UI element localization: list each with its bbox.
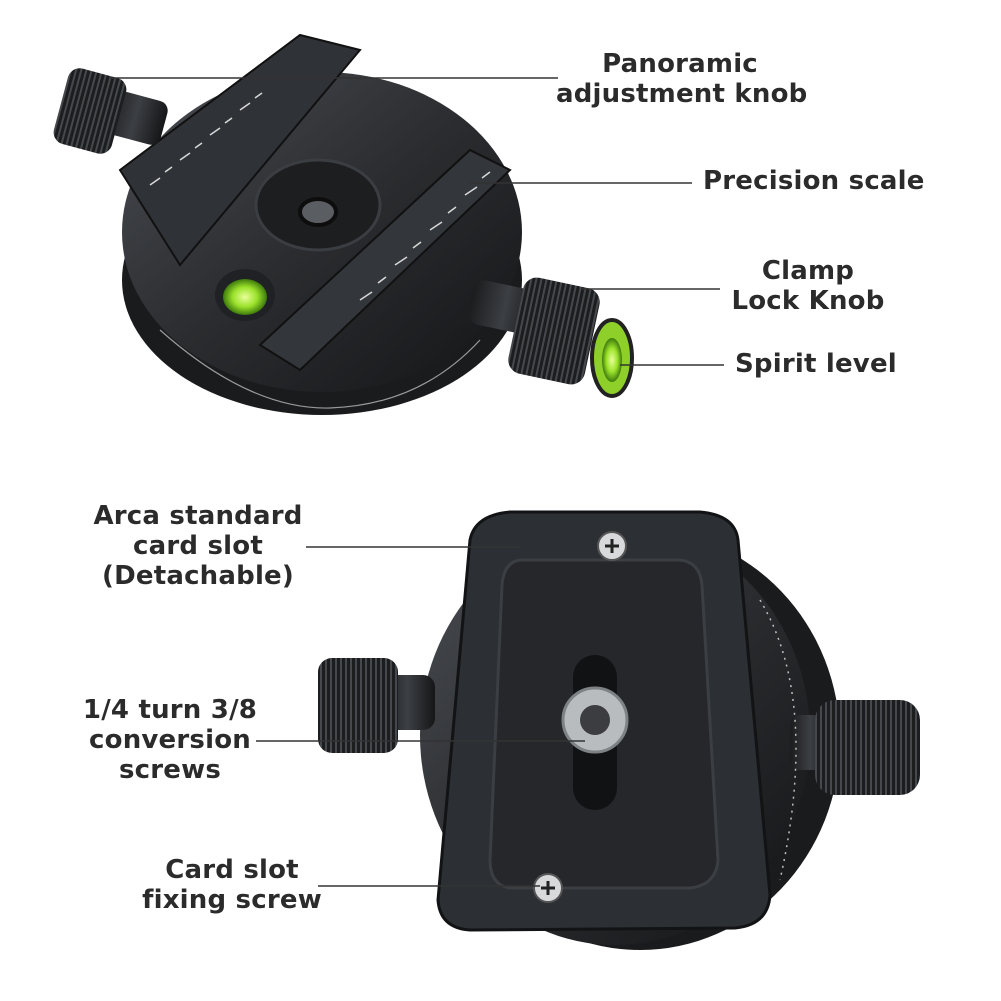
conversion-screws-label-line-3: screws xyxy=(118,755,222,785)
left-knob xyxy=(318,658,398,753)
arca-slot-label-line-1: Arca standard xyxy=(93,501,303,531)
bottom-degree-ring xyxy=(759,599,797,881)
arca-slot-label: Arca standard card slot (Detachable) xyxy=(84,501,312,591)
top-fixing-screw xyxy=(597,531,627,561)
panoramic-knob-label-line-1: Panoramic xyxy=(602,49,758,79)
knob-level-bubble xyxy=(602,338,622,382)
fixing-screw-label-line-2: fixing screw xyxy=(142,885,322,915)
spirit-level-label-line-1: Spirit level xyxy=(735,349,897,379)
precision-scale-left xyxy=(149,92,263,186)
clamp-lock-knob-label-line-2: Lock Knob xyxy=(731,286,885,316)
spirit-level-bubble xyxy=(223,279,267,315)
clamp-lock-knob-label: Clamp Lock Knob xyxy=(728,256,888,316)
clamp-jaw xyxy=(258,148,512,372)
center-screw-hole xyxy=(298,197,338,227)
conversion-screws-label: 1/4 turn 3/8 conversion screws xyxy=(66,695,274,785)
arca-slot-label-line-2: card slot xyxy=(133,531,263,561)
bottom-clamp-product xyxy=(318,510,920,950)
clamp-lock-knob-label-line-1: Clamp xyxy=(761,256,855,286)
panoramic-knob-label: Panoramic adjustment knob xyxy=(556,49,808,109)
conversion-screws-label-line-2: conversion xyxy=(89,725,251,755)
bottom-fixing-screw xyxy=(533,873,563,903)
degree-ring xyxy=(159,329,481,409)
precision-scale-label: Precision scale xyxy=(703,166,925,196)
leader-lines xyxy=(110,77,724,887)
spirit-level-label: Spirit level xyxy=(735,349,897,379)
fixing-screw-label: Card slot fixing screw xyxy=(134,855,330,915)
fixing-screw-label-line-1: Card slot xyxy=(165,855,299,885)
arca-slot-label-line-3: (Detachable) xyxy=(102,561,294,591)
conversion-screw-hole xyxy=(580,705,610,735)
conversion-screws-label-line-1: 1/4 turn 3/8 xyxy=(82,695,258,725)
panoramic-knob-label-line-2: adjustment knob xyxy=(556,79,808,109)
precision-scale-label-line-1: Precision scale xyxy=(703,166,925,196)
precision-scale-right xyxy=(359,171,491,301)
panoramic-knob xyxy=(53,68,127,154)
clamp-lock-knob xyxy=(508,277,600,385)
arca-rail xyxy=(118,33,362,267)
top-clamp-product xyxy=(53,33,634,415)
right-knob xyxy=(815,700,920,795)
